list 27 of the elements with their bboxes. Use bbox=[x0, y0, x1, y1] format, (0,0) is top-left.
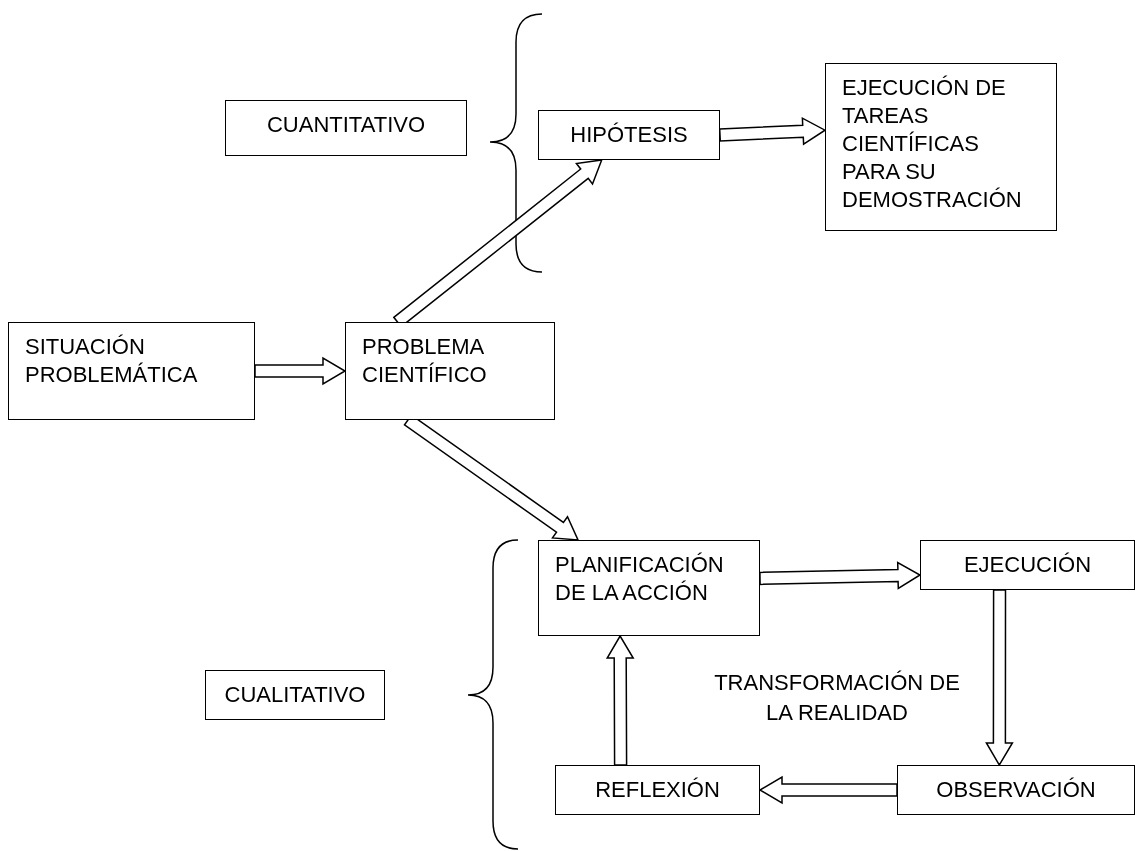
block-arrow bbox=[605, 634, 635, 766]
process-box bbox=[345, 322, 555, 420]
box-label: PROBLEMA CIENTÍFICO bbox=[362, 333, 488, 389]
process-box bbox=[8, 322, 255, 420]
box-label: PLANIFICACIÓN DE LA ACCIÓN bbox=[555, 551, 725, 607]
box-label: REFLEXIÓN bbox=[594, 776, 721, 804]
process-box bbox=[538, 110, 720, 160]
block-arrow bbox=[758, 775, 898, 805]
box-label: EJECUCIÓN DE TAREAS CIENTÍFICAS PARA SU DEMOSTRACIÓN bbox=[842, 74, 1023, 214]
process-box bbox=[205, 670, 385, 720]
block-arrow bbox=[254, 356, 347, 386]
box-label: CUANTITATIVO bbox=[265, 111, 427, 139]
box-label: CUALITATIVO bbox=[223, 681, 367, 709]
block-arrow bbox=[718, 116, 827, 146]
box-label: OBSERVACIÓN bbox=[935, 776, 1097, 804]
process-box bbox=[897, 765, 1135, 815]
block-arrow bbox=[759, 561, 922, 590]
process-box bbox=[555, 765, 760, 815]
process-box bbox=[225, 100, 467, 156]
block-arrow bbox=[985, 589, 1014, 767]
box-label: HIPÓTESIS bbox=[569, 121, 689, 149]
box-label: SITUACIÓN PROBLEMÁTICA bbox=[25, 333, 199, 389]
process-box bbox=[538, 540, 760, 636]
box-label: EJECUCIÓN bbox=[962, 551, 1093, 579]
process-box bbox=[825, 63, 1057, 231]
note-text: TRANSFORMACIÓN DE LA REALIDAD bbox=[713, 669, 961, 727]
process-box bbox=[920, 540, 1135, 590]
